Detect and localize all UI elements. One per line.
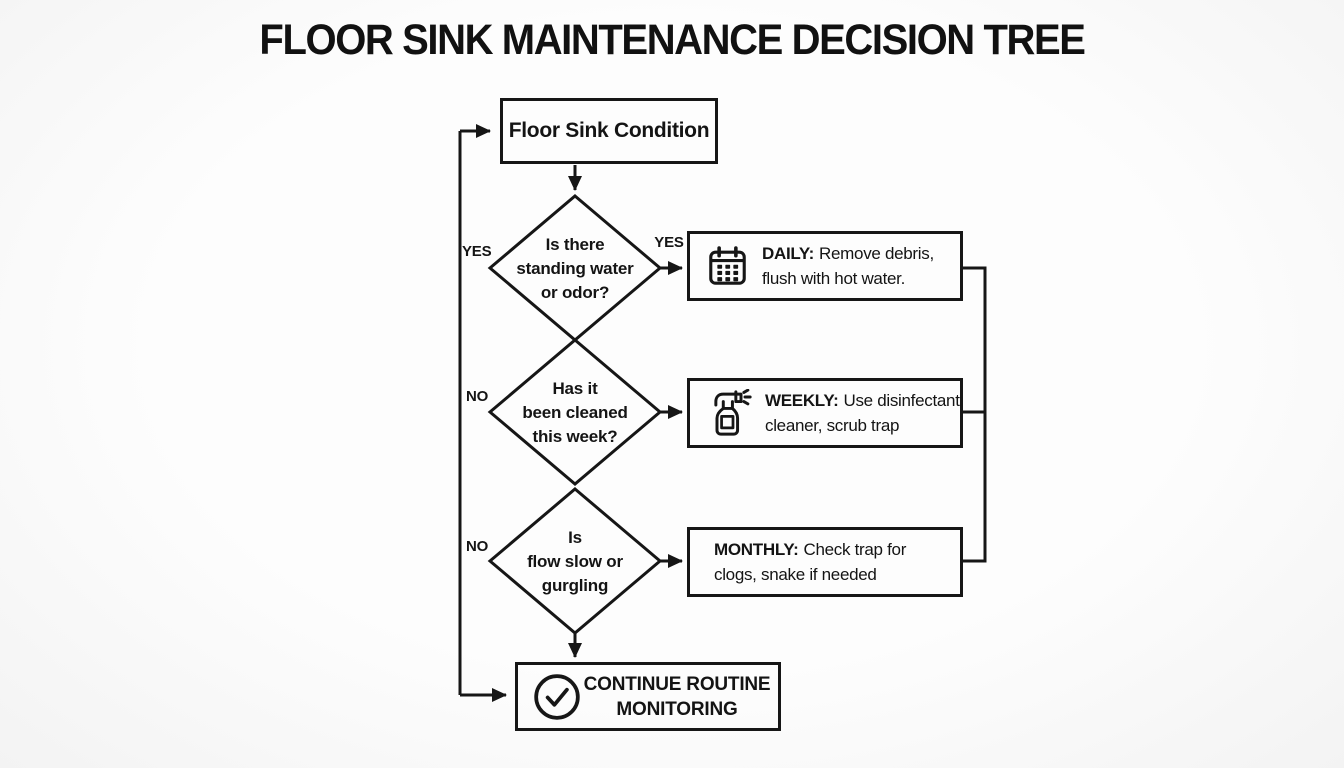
- action-daily-prefix: DAILY:: [762, 244, 815, 263]
- page-title: FLOOR SINK MAINTENANCE DECISION TREE: [259, 16, 1086, 64]
- start-box: Floor Sink Condition: [500, 98, 718, 164]
- check-circle-icon: [532, 672, 582, 722]
- decision-3-left-label: NO: [466, 538, 489, 555]
- action-box-weekly: WEEKLY:Use disinfectant cleaner, scrub t…: [687, 378, 963, 448]
- right-rail-line: [962, 266, 987, 563]
- decision-1-text: Is there standing water or odor?: [516, 235, 634, 302]
- decision-2-left-label: NO: [466, 388, 489, 405]
- action-box-daily: DAILY:Remove debris, flush with hot wate…: [687, 231, 963, 301]
- decision-2-text: Has it been cleaned this week?: [522, 379, 628, 446]
- calendar-icon: [706, 245, 749, 288]
- end-box: CONTINUE ROUTINE MONITORING: [515, 662, 781, 731]
- decision-3-text: Is flow slow or gurgling: [527, 528, 623, 595]
- end-box-label: CONTINUE ROUTINE MONITORING: [583, 673, 771, 720]
- action-box-monthly: MONTHLY:Check trap for clogs, snake if n…: [687, 527, 963, 597]
- decision-diamond-2: [487, 338, 663, 486]
- action-monthly-prefix: MONTHLY:: [714, 540, 799, 559]
- action-weekly-text: WEEKLY:Use disinfectant cleaner, scrub t…: [765, 391, 960, 435]
- spray-bottle-icon: [706, 389, 752, 437]
- action-daily-text: DAILY:Remove debris, flush with hot wate…: [762, 244, 934, 288]
- decision-1-left-label: YES: [462, 243, 492, 260]
- decision-1-right-label: YES: [654, 234, 684, 251]
- action-monthly-text: MONTHLY:Check trap for clogs, snake if n…: [714, 540, 907, 584]
- start-box-label: Floor Sink Condition: [508, 119, 710, 142]
- action-weekly-prefix: WEEKLY:: [765, 391, 839, 410]
